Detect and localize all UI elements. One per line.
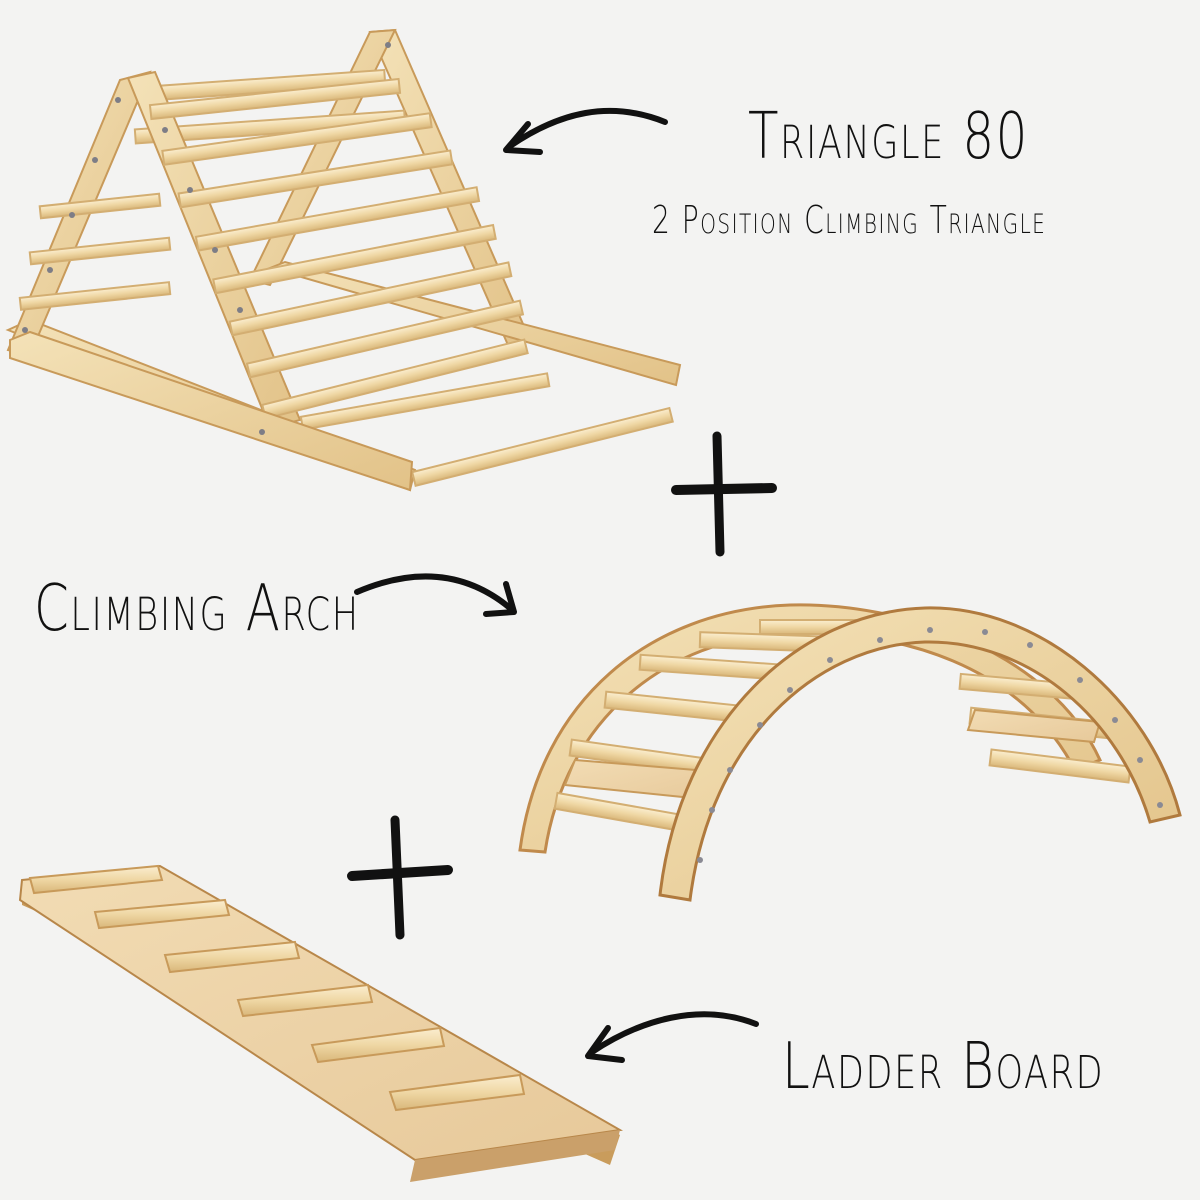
arch-title: Climbing Arch: [34, 572, 360, 646]
arrow-to-arch-icon: [354, 573, 513, 611]
arrow-to-triangle-icon: [507, 107, 668, 149]
arrow-to-ladder-icon: [589, 1011, 759, 1055]
plus-icon-2: [347, 815, 453, 940]
triangle-title: Triangle 80: [748, 100, 1029, 174]
climbing-arch-image: [518, 603, 1182, 902]
ladder-title: Ladder Board: [782, 1030, 1105, 1104]
plus-icon-1: [671, 431, 777, 557]
triangle-subtitle: 2 Position Climbing Triangle: [652, 198, 1047, 242]
triangle-climber-image: [5, 28, 682, 492]
ladder-board-image: [18, 864, 624, 1182]
